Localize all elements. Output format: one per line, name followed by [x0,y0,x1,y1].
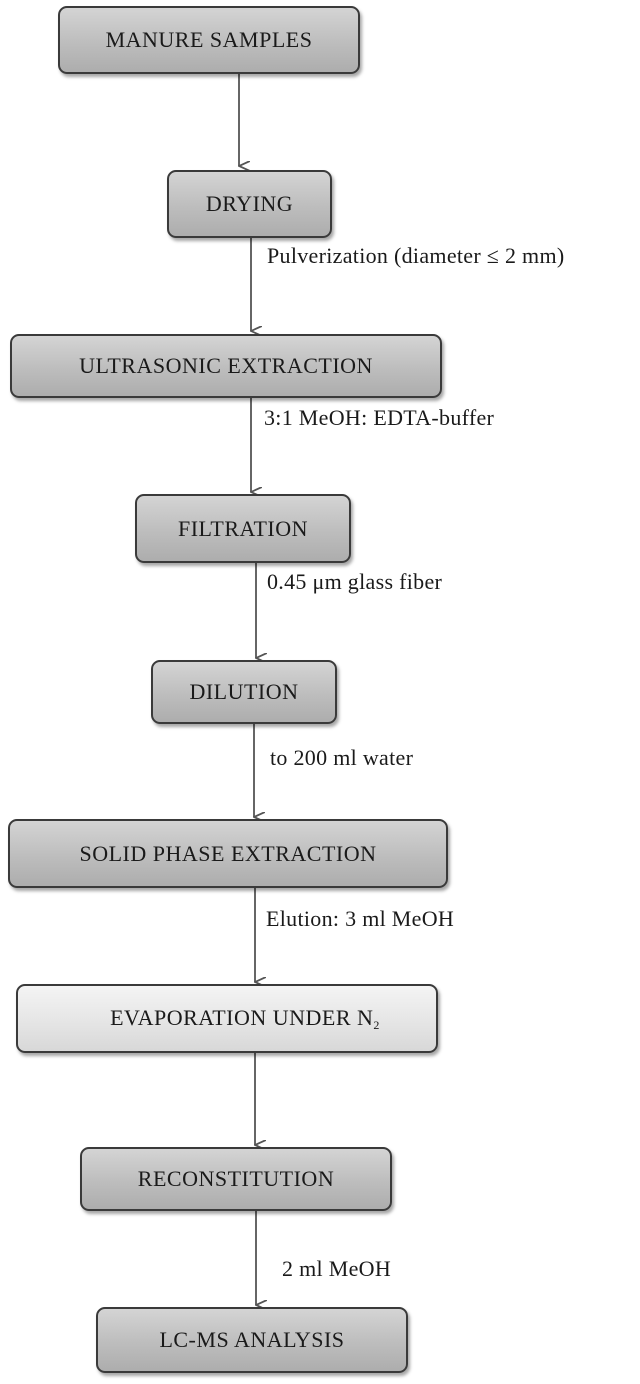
note-meoh-2ml: 2 ml MeOH [282,1256,392,1281]
step-dilution: DILUTION [151,660,337,724]
step-manure-samples: MANURE SAMPLES [58,6,360,74]
step-label: MANURE SAMPLES [105,27,313,52]
evaporation-text: EVAPORATION UNDER N [110,1004,374,1030]
step-label: SOLID PHASE EXTRACTION [79,840,377,866]
step-solid-phase-extraction: SOLID PHASE EXTRACTION [8,819,448,888]
note-glass-fiber: 0.45 μm glass fiber [267,569,443,594]
step-label: FILTRATION [177,515,309,541]
note-meoh-edta-buffer: 3:1 MeOH: EDTA-buffer [264,405,495,430]
step-reconstitution: RECONSTITUTION [80,1147,392,1211]
step-evaporation-under-n2: EVAPORATION UNDER N2 [16,984,438,1053]
step-filtration: FILTRATION [135,494,351,563]
note-water: to 200 ml water [270,745,414,770]
step-label: EVAPORATION UNDER N2 [74,1005,380,1033]
step-label: LC-MS ANALYSIS [159,1327,345,1352]
note-pulverization: Pulverization (diameter ≤ 2 mm) [267,243,565,268]
step-label: DRYING [205,191,294,216]
note-elution: Elution: 3 ml MeOH [266,906,455,931]
step-lcms-analysis: LC-MS ANALYSIS [96,1307,408,1373]
step-label: ULTRASONIC EXTRACTION [79,353,373,378]
step-label: DILUTION [189,679,299,704]
step-ultrasonic-extraction: ULTRASONIC EXTRACTION [10,334,442,398]
step-drying: DRYING [167,170,332,238]
step-label: RECONSTITUTION [137,1166,335,1191]
nitrogen-subscript: 2 [373,1017,380,1032]
